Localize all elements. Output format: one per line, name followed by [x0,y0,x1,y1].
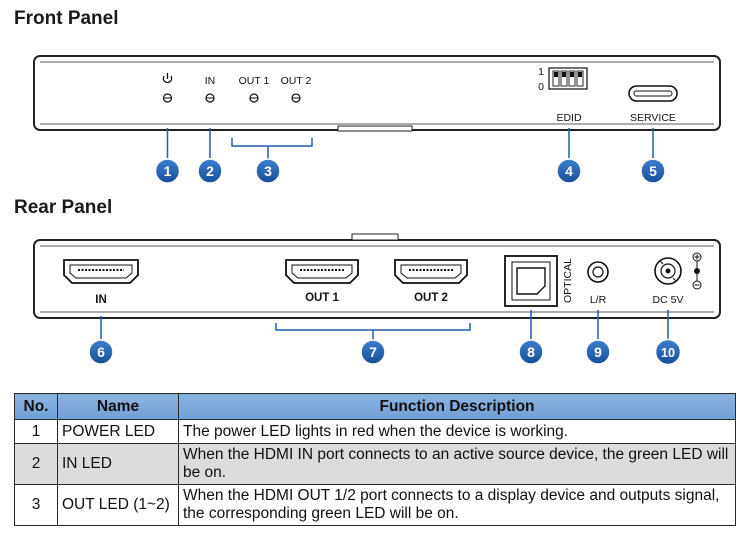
callout-badge-6: 6 [88,339,114,365]
header-name: Name [57,393,179,420]
svg-text:4: 4 [565,163,573,179]
hdmi-out2-label: OUT 2 [414,292,448,304]
row-description: When the HDMI OUT 1/2 port connects to a… [178,484,736,526]
header-no: No. [14,393,58,420]
hdmi-out1-port[interactable] [285,259,359,284]
row-no: 1 [14,419,58,444]
optical-port[interactable] [504,255,558,307]
callout-badge-1: 1 [154,158,181,184]
row-name: POWER LED [57,419,179,444]
callout-badge-9: 9 [585,339,611,365]
header-description: Function Description [178,393,736,420]
hdmi-in-port[interactable] [63,259,139,284]
hdmi-in-label: IN [95,294,107,306]
dc-power-jack[interactable] [654,257,682,285]
callout-badge-8: 8 [518,339,544,365]
out2-led [291,93,301,103]
row-name: OUT LED (1~2) [57,484,179,526]
in-led-label: IN [205,75,216,87]
out1-led-label: OUT 1 [239,75,270,87]
row-description: When the HDMI IN port connects to an act… [178,443,736,485]
callout-badge-10: 10 [654,338,682,366]
hdmi-out2-port[interactable] [394,259,468,284]
svg-text:8: 8 [527,344,535,360]
service-label: SERVICE [630,112,676,124]
hdmi-out1-label: OUT 1 [305,292,339,304]
row-name: IN LED [57,443,179,485]
lr-label: L/R [590,294,607,306]
out2-led-label: OUT 2 [281,75,312,87]
out1-led [249,93,259,103]
dc-label: DC 5V [653,294,684,306]
function-table: No. Name Function Description 1 POWER LE… [14,393,736,526]
row-no: 2 [14,443,58,485]
svg-text:9: 9 [594,344,602,360]
callout-badge-2: 2 [197,158,223,184]
dip-level-1: 1 [538,66,544,78]
svg-text:10: 10 [661,346,675,360]
table-row: 2 IN LED When the HDMI IN port connects … [14,443,736,485]
front-panel-title: Front Panel [14,8,119,29]
in-led [205,93,215,103]
table-row: 3 OUT LED (1~2) When the HDMI OUT 1/2 po… [14,484,736,526]
front-panel-device [33,55,721,132]
lr-audio-jack[interactable] [587,261,609,283]
svg-text:2: 2 [206,163,214,179]
svg-text:1: 1 [164,163,172,179]
polarity-icon [692,252,702,290]
dip-level-0: 0 [538,81,544,93]
svg-text:3: 3 [264,163,272,179]
row-no: 3 [14,484,58,526]
power-led [162,93,173,103]
svg-text:7: 7 [369,344,377,360]
power-icon [162,73,173,84]
callout-badge-5: 5 [640,158,666,184]
edid-label: EDID [556,112,582,124]
callout-badge-4: 4 [556,158,582,184]
svg-text:5: 5 [649,163,657,179]
callout-badge-7: 7 [360,339,386,365]
edid-dip-switch[interactable] [548,67,588,90]
callout-badge-3: 3 [255,158,281,184]
table-row: 1 POWER LED The power LED lights in red … [14,419,736,444]
table-header-row: No. Name Function Description [14,393,736,420]
rear-panel-title: Rear Panel [14,197,113,218]
panel-diagram: IN OUT 1 OUT 2 1 0 EDID SERVICE [33,55,721,366]
svg-text:6: 6 [97,344,105,360]
service-port[interactable] [628,85,678,102]
row-description: The power LED lights in red when the dev… [178,419,736,444]
optical-label: OPTICAL [562,258,574,303]
